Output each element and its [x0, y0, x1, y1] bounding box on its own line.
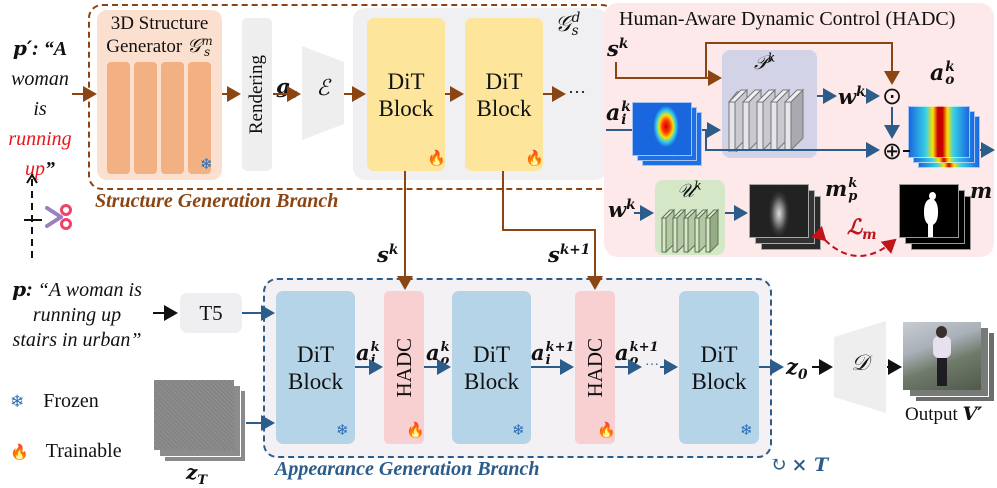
legend-trainable: 🔥 Trainable — [10, 440, 122, 462]
legend-frozen: ❄ Frozen — [10, 390, 99, 412]
snowflake-icon: ❄ — [740, 423, 753, 439]
loop-arrow-icon: ↻ — [770, 454, 787, 476]
generator-layer — [107, 62, 130, 174]
snowflake-icon: ❄ — [512, 423, 525, 439]
snowflake-icon: ❄ — [336, 423, 349, 439]
p-module: 𝒫k — [722, 50, 817, 158]
s-k-label: sk — [377, 242, 399, 267]
cut-arrow — [24, 173, 42, 258]
snowflake-icon: ❄ — [200, 157, 213, 173]
prompt-prime: p′: “A woman is running up” — [8, 36, 72, 180]
fire-icon: 🔥 — [406, 423, 425, 439]
noise-label: zT — [186, 460, 208, 488]
attention-map-output — [908, 106, 980, 168]
generator-layer — [188, 62, 211, 174]
appearance-hadc-1: HADC 🔥 — [384, 291, 425, 444]
scissors-icon — [45, 204, 73, 230]
gs-label: gs — [276, 74, 298, 102]
generator-title-line1: 3D Structure — [110, 13, 209, 34]
ground-truth-mask-label: m — [970, 178, 993, 203]
noise-latent — [154, 380, 246, 462]
hadc-panel-title: Human-Aware Dynamic Control (HADC) — [619, 8, 956, 30]
rendering-label: Rendering — [246, 54, 267, 135]
rendering-module: Rendering — [242, 18, 272, 171]
fire-icon: 🔥 — [10, 445, 29, 461]
u-module: 𝒰k — [655, 179, 725, 255]
t5-encoder: T5 — [180, 293, 242, 333]
odot-operator: ⊙ — [881, 82, 903, 110]
output-video — [903, 322, 995, 402]
structure-branch-label: Structure Generation Branch — [95, 190, 339, 212]
fire-icon: 🔥 — [427, 151, 446, 167]
prompt: p: “A woman is running up stairs in urba… — [12, 277, 142, 351]
predicted-mask — [749, 184, 821, 250]
structure-dit-block-1: DiT Block 🔥 — [367, 18, 446, 171]
hadc-w-out-label: wk — [838, 84, 866, 109]
generator-layer — [134, 62, 157, 174]
u-module-layers-icon — [660, 208, 720, 254]
fire-icon: 🔥 — [597, 423, 616, 439]
structure-dit-block-2: DiT Block 🔥 — [465, 18, 544, 171]
appearance-ellipsis: ··· — [645, 358, 659, 373]
ground-truth-mask — [899, 184, 971, 250]
decoder-shape — [834, 321, 886, 413]
p-module-layers-icon — [727, 88, 805, 152]
appearance-dit-block-2: DiT Block ❄ — [452, 291, 531, 444]
hadc-s-k-label: sk — [607, 36, 629, 61]
appearance-dit-block-3: DiT Block ❄ — [679, 291, 759, 444]
hadc-w-in-label: wk — [608, 197, 636, 222]
encoder-label: ℰ — [316, 76, 330, 101]
fire-icon: 🔥 — [525, 151, 544, 167]
attention-map-input — [632, 102, 702, 166]
z0-label: z0 — [786, 354, 808, 384]
output-label: Output V′ — [905, 403, 983, 425]
structure-ellipsis: ··· — [568, 82, 586, 102]
oplus-operator: ⊕ — [881, 137, 903, 165]
decoder-label: 𝒟 — [851, 351, 869, 376]
s-k1-label: sk+1 — [548, 242, 591, 267]
appearance-hadc-2: HADC 🔥 — [575, 291, 616, 444]
snowflake-icon: ❄ — [10, 392, 25, 411]
mask-loss-label: ℒm — [847, 214, 877, 244]
generator-layer — [161, 62, 184, 174]
loop-indicator: ↻ × T — [770, 454, 829, 476]
appearance-branch-label: Appearance Generation Branch — [275, 458, 540, 480]
encoder-shape — [302, 46, 344, 140]
appearance-dit-block-1: DiT Block ❄ — [276, 291, 355, 444]
